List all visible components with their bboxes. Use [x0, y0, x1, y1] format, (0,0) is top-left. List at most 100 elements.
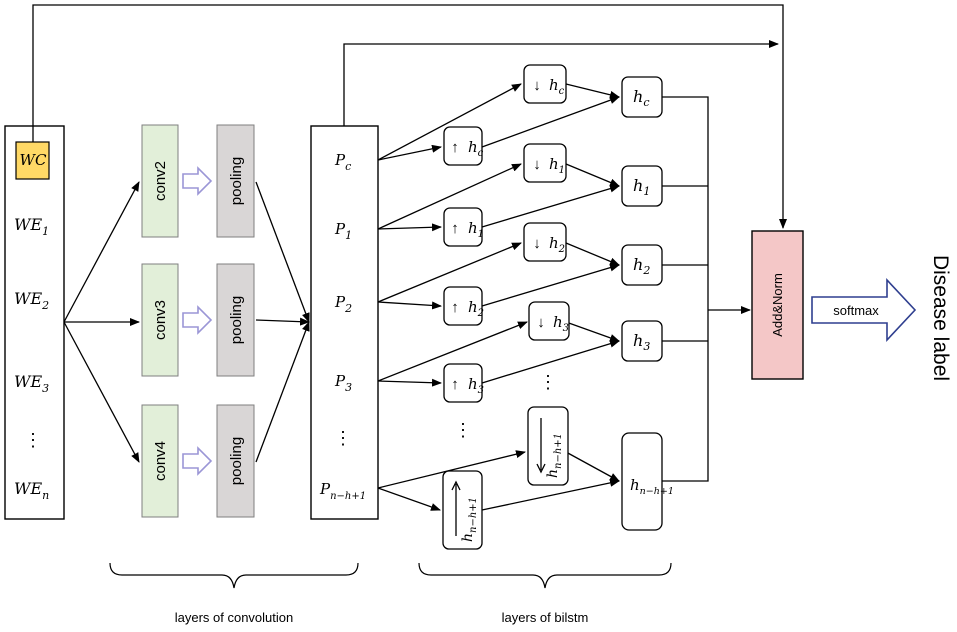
we1-label: WE1 [14, 215, 49, 238]
forward-hn-cell [442, 470, 483, 550]
convolution-brace [109, 562, 359, 589]
forward-hn-arrowhead [451, 480, 461, 491]
arrow-pool1-to-concat [255, 181, 310, 323]
arrow-forward-h3-to-h3 [481, 339, 620, 384]
add-norm-label: Add&Norm [770, 273, 785, 337]
pooled-ellipsis: ⋮ [334, 428, 352, 448]
backward-hc-cell [523, 64, 567, 104]
backward-h3-label: h3 [553, 313, 569, 334]
bilstm-output-bus [662, 96, 709, 482]
backward-h1-label: h1 [549, 155, 565, 176]
pooling-box-2 [216, 263, 255, 377]
up-arrow-icon: ↑ [451, 376, 459, 393]
forward-h2-label: h2 [468, 298, 484, 319]
pooled-features-column [310, 125, 379, 520]
hidden-h1-label: h1 [633, 176, 650, 198]
backward-h1-cell [523, 143, 567, 183]
arrow-p2-to-forward-h2 [377, 301, 442, 310]
backward-hn-arrowhead [536, 463, 546, 474]
backward-h3-cell [528, 301, 570, 341]
hidden-h3-label: h3 [633, 331, 650, 353]
forward-h3-cell [443, 363, 483, 403]
forward-hc-cell [443, 126, 483, 166]
p1-label: P1 [334, 220, 352, 242]
conv2-label: conv2 [152, 161, 169, 201]
forward-hc-label: hc [468, 138, 484, 159]
wen-label: WEn [14, 479, 49, 502]
arrow-backward-hc-to-hc [565, 83, 620, 99]
hidden-hn-cell [621, 432, 663, 531]
arrow-to-conv4 [63, 321, 140, 463]
backward-hn-label: hn−h+1 [545, 433, 564, 478]
down-arrow-icon: ↓ [533, 77, 541, 94]
hidden-h2-label: h2 [633, 255, 650, 277]
bilstm-brace [418, 562, 672, 589]
forward-h1-label: h1 [468, 219, 484, 240]
arrow-backward-h2-to-h2 [565, 242, 620, 266]
pc-label: Pc [334, 151, 351, 173]
arrow-p3-to-forward-h3 [377, 378, 442, 387]
hidden-hc-label: hc [633, 87, 649, 109]
arrow-p2-to-backward-h2 [377, 242, 522, 303]
pooling-box-3 [216, 404, 255, 518]
up-arrow-icon: ↑ [451, 139, 459, 156]
arrow-pn-to-backward-hn [377, 450, 526, 489]
softmax-arrow-icon [811, 277, 917, 343]
pooling-label-1: pooling [228, 157, 245, 205]
arrow-pc-to-backward-hc [377, 83, 522, 161]
conv4-label: conv4 [152, 441, 169, 481]
down-arrow-icon: ↓ [533, 156, 541, 173]
arrow-backward-h1-to-h1 [565, 163, 620, 187]
backward-hc-label: hc [549, 76, 565, 97]
arrow-p1-to-backward-h1 [377, 163, 522, 230]
arrow-forward-h2-to-h2 [481, 263, 620, 307]
conv2-to-pool-arrow-icon [182, 166, 213, 196]
input-embedding-column [4, 125, 65, 520]
we3-label: WE3 [14, 372, 49, 395]
forward-h2-cell [443, 286, 483, 326]
bilstm-caption: layers of bilstm [502, 610, 589, 625]
arrow-forward-h1-to-h1 [481, 184, 620, 228]
forward-h3-label: h3 [468, 375, 484, 396]
conv4-to-pool-arrow-icon [182, 446, 213, 476]
forward-hn-label: hn−h+1 [460, 497, 479, 542]
conv4-box [141, 404, 179, 518]
add-norm-box [751, 230, 804, 380]
word-character-box [15, 141, 50, 180]
up-arrow-icon: ↑ [451, 220, 459, 237]
pooling-box-1 [216, 124, 255, 238]
pooling-label-2: pooling [228, 296, 245, 344]
arrow-forward-hc-to-hc [481, 96, 620, 148]
we2-label: WE2 [14, 289, 49, 312]
arrow-forward-hn-to-hn [481, 478, 620, 511]
arrow-pn-to-forward-hn [377, 487, 441, 511]
p3-label: P3 [334, 372, 352, 394]
arrow-pool3-to-concat [255, 321, 310, 463]
conv3-to-pool-arrow-icon [182, 305, 213, 335]
softmax-label: softmax [833, 303, 879, 318]
arrow-pc-to-forward-hc [377, 144, 442, 161]
residual-connection-pooled [343, 40, 779, 126]
disease-label-output: Disease label [929, 255, 952, 381]
hidden-hn-label: hn−h+1 [630, 476, 674, 497]
arrow-pool2-to-concat [255, 317, 310, 326]
arrow-to-conv2 [63, 181, 140, 323]
forward-ellipsis: ⋮ [454, 420, 472, 440]
conv2-box [141, 124, 179, 238]
pooling-label-3: pooling [228, 437, 245, 485]
convolution-caption: layers of convolution [175, 610, 294, 625]
p2-label: P2 [334, 293, 352, 315]
conv3-box [141, 263, 179, 377]
down-arrow-icon: ↓ [533, 235, 541, 252]
wc-label: WC [20, 151, 47, 169]
arrow-backward-h3-to-h3 [565, 321, 620, 342]
backward-ellipsis: ⋮ [539, 372, 557, 392]
conv3-label: conv3 [152, 300, 169, 340]
arrow-p1-to-forward-h1 [377, 223, 442, 232]
forward-h1-cell [443, 207, 483, 247]
arrow-backward-hn-to-hn [565, 451, 620, 482]
backward-h2-label: h2 [549, 234, 565, 255]
up-arrow-icon: ↑ [451, 299, 459, 316]
